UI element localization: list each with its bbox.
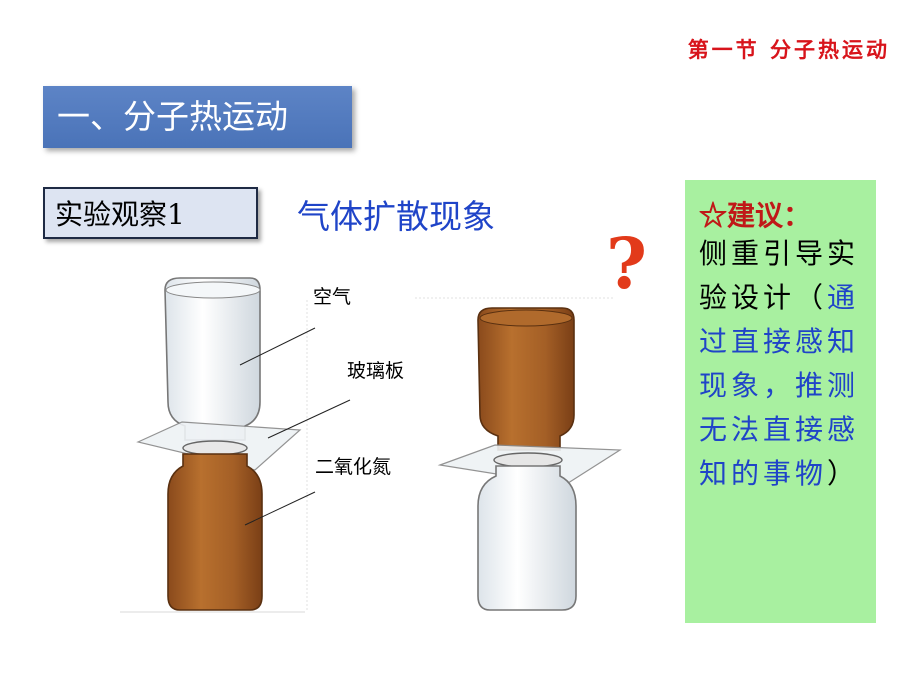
right-setup xyxy=(437,307,622,611)
paren-open: （ xyxy=(795,281,828,314)
question-mark: ? xyxy=(606,222,648,305)
experiment-label-box: 实验观察1 xyxy=(43,187,258,239)
label-air: 空气 xyxy=(313,286,352,308)
experiment-title: 气体扩散现象 xyxy=(297,197,495,236)
suggestion-line: 侧重引导实验设计 xyxy=(699,237,860,314)
suggestion-heading: ☆建议： xyxy=(699,199,812,232)
diffusion-illustration xyxy=(120,277,622,613)
label-no2: 二氧化氮 xyxy=(315,456,392,478)
suggestion-detail: 通过直接感知现象，推测无法直接感知的事物 xyxy=(699,281,860,490)
left-setup xyxy=(136,277,351,611)
suggestion-body: 侧重引导实验设计（通过直接感知现象，推测无法直接感知的事物） xyxy=(699,232,869,496)
section-tag: 第一节 分子热运动 xyxy=(687,37,890,62)
page-title: 一、分子热运动 xyxy=(43,86,352,148)
label-glass-plate: 玻璃板 xyxy=(347,360,405,382)
paren-close: ） xyxy=(827,457,860,490)
suggestion-panel: ☆建议： 侧重引导实验设计（通过直接感知现象，推测无法直接感知的事物） xyxy=(685,180,876,623)
